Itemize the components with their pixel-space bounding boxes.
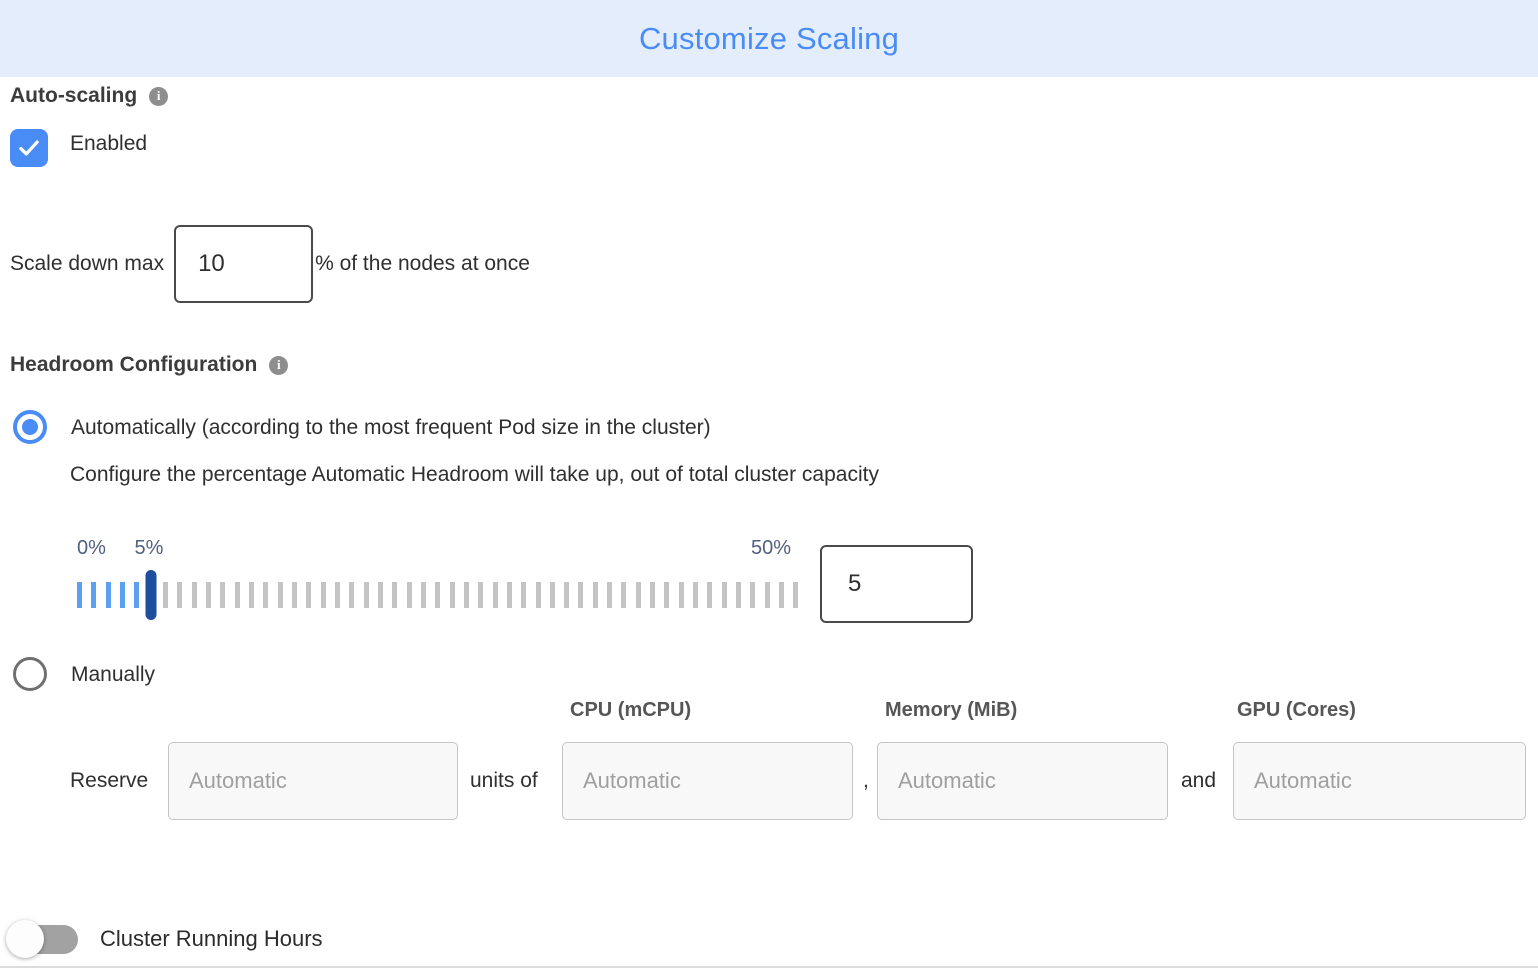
reserve-cpu-input[interactable] — [562, 742, 853, 820]
headroom-auto-description: Configure the percentage Automatic Headr… — [70, 463, 879, 486]
slider-tick[interactable] — [535, 582, 541, 608]
slider-tick[interactable] — [736, 582, 742, 608]
manually-radio[interactable] — [13, 657, 47, 691]
slider-tick[interactable] — [549, 582, 555, 608]
scale-down-row: Scale down max % of the nodes at once — [10, 225, 530, 303]
headroom-section-header: Headroom Configuration — [10, 353, 289, 377]
slider-tick[interactable] — [177, 582, 183, 608]
reserve-gpu-input[interactable] — [1233, 742, 1526, 820]
slider-tick[interactable] — [420, 582, 426, 608]
slider-min-label: 0% — [77, 537, 106, 559]
slider-tick[interactable] — [650, 582, 656, 608]
info-icon[interactable] — [149, 86, 169, 106]
toggle-knob — [6, 920, 44, 958]
scale-down-max-input[interactable] — [174, 225, 314, 303]
slider-handle[interactable] — [145, 570, 157, 620]
slider-tick[interactable] — [449, 582, 455, 608]
slider-tick[interactable] — [521, 582, 527, 608]
enabled-checkbox[interactable] — [10, 129, 48, 167]
slider-tick[interactable] — [234, 582, 240, 608]
auto-scaling-label: Auto-scaling — [10, 84, 138, 107]
slider-tick[interactable] — [349, 582, 355, 608]
slider-tick[interactable] — [764, 582, 770, 608]
slider-max-label: 50% — [750, 537, 791, 559]
auto-scaling-enabled-row: Enabled — [10, 129, 147, 167]
cluster-running-hours-label: Cluster Running Hours — [100, 926, 323, 951]
slider-tick[interactable] — [578, 582, 584, 608]
slider-tick[interactable] — [334, 582, 340, 608]
slider-tick[interactable] — [91, 582, 97, 608]
auto-scaling-section-header: Auto-scaling — [10, 84, 169, 108]
slider-tick[interactable] — [205, 582, 211, 608]
slider-tick[interactable] — [463, 582, 469, 608]
column-header-memory: Memory (MiB) — [885, 699, 1018, 721]
automatically-label: Automatically (according to the most fre… — [71, 416, 711, 439]
enabled-label: Enabled — [70, 132, 148, 155]
panel-header: Customize Scaling — [0, 0, 1538, 77]
slider-tick[interactable] — [277, 582, 283, 608]
slider-tick[interactable] — [248, 582, 254, 608]
automatically-radio[interactable] — [13, 410, 47, 444]
cluster-running-hours-toggle[interactable] — [6, 916, 78, 962]
reserve-count-input[interactable] — [168, 742, 458, 820]
reserve-row: Reserve units of , and — [0, 742, 1538, 820]
slider-tick[interactable] — [621, 582, 627, 608]
slider-tick[interactable] — [306, 582, 312, 608]
scale-down-suffix: % of the nodes at once — [315, 252, 530, 275]
slider-tick[interactable] — [392, 582, 398, 608]
slider-tick[interactable] — [320, 582, 326, 608]
headroom-auto-option-row: Automatically (according to the most fre… — [13, 410, 711, 444]
slider-current-label: 5% — [134, 537, 164, 559]
radio-dot — [22, 419, 38, 435]
headroom-label: Headroom Configuration — [10, 353, 258, 376]
slider-tick[interactable] — [678, 582, 684, 608]
slider-tick[interactable] — [664, 582, 670, 608]
slider-tick[interactable] — [779, 582, 785, 608]
slider-labels: 0% 5% 50% — [77, 537, 799, 561]
slider-tick[interactable] — [607, 582, 613, 608]
headroom-percentage-input[interactable] — [820, 545, 973, 623]
info-icon[interactable] — [269, 355, 289, 375]
slider-tick[interactable] — [435, 582, 441, 608]
slider-tick[interactable] — [721, 582, 727, 608]
column-header-cpu: CPU (mCPU) — [570, 699, 692, 721]
page-title: Customize Scaling — [638, 20, 900, 56]
slider-tick[interactable] — [220, 582, 226, 608]
headroom-slider[interactable] — [77, 582, 799, 608]
slider-tick[interactable] — [191, 582, 197, 608]
slider-tick[interactable] — [377, 582, 383, 608]
comma-separator: , — [863, 769, 869, 792]
scale-down-prefix: Scale down max — [10, 252, 165, 275]
manually-label: Manually — [71, 663, 156, 686]
reserve-memory-input[interactable] — [877, 742, 1168, 820]
slider-tick[interactable] — [291, 582, 297, 608]
slider-tick[interactable] — [707, 582, 713, 608]
slider-tick[interactable] — [506, 582, 512, 608]
slider-tick[interactable] — [564, 582, 570, 608]
bottom-divider — [0, 966, 1538, 968]
slider-tick[interactable] — [592, 582, 598, 608]
slider-tick[interactable] — [134, 582, 140, 608]
slider-tick[interactable] — [263, 582, 269, 608]
slider-tick[interactable] — [406, 582, 412, 608]
column-header-gpu: GPU (Cores) — [1237, 699, 1356, 721]
and-label: and — [1181, 769, 1217, 792]
slider-tick[interactable] — [693, 582, 699, 608]
slider-tick[interactable] — [162, 582, 168, 608]
slider-tick[interactable] — [478, 582, 484, 608]
slider-tick[interactable] — [635, 582, 641, 608]
slider-tick[interactable] — [492, 582, 498, 608]
reserve-label: Reserve — [70, 769, 149, 792]
slider-tick[interactable] — [363, 582, 369, 608]
cluster-running-hours-row: Cluster Running Hours — [6, 916, 323, 962]
slider-tick[interactable] — [119, 582, 125, 608]
slider-tick[interactable] — [750, 582, 756, 608]
slider-tick[interactable] — [793, 582, 799, 608]
units-of-label: units of — [470, 769, 538, 792]
slider-tick[interactable] — [77, 582, 82, 608]
headroom-manual-option-row: Manually — [13, 657, 155, 691]
checkmark-icon — [19, 140, 39, 156]
slider-tick[interactable] — [105, 582, 111, 608]
